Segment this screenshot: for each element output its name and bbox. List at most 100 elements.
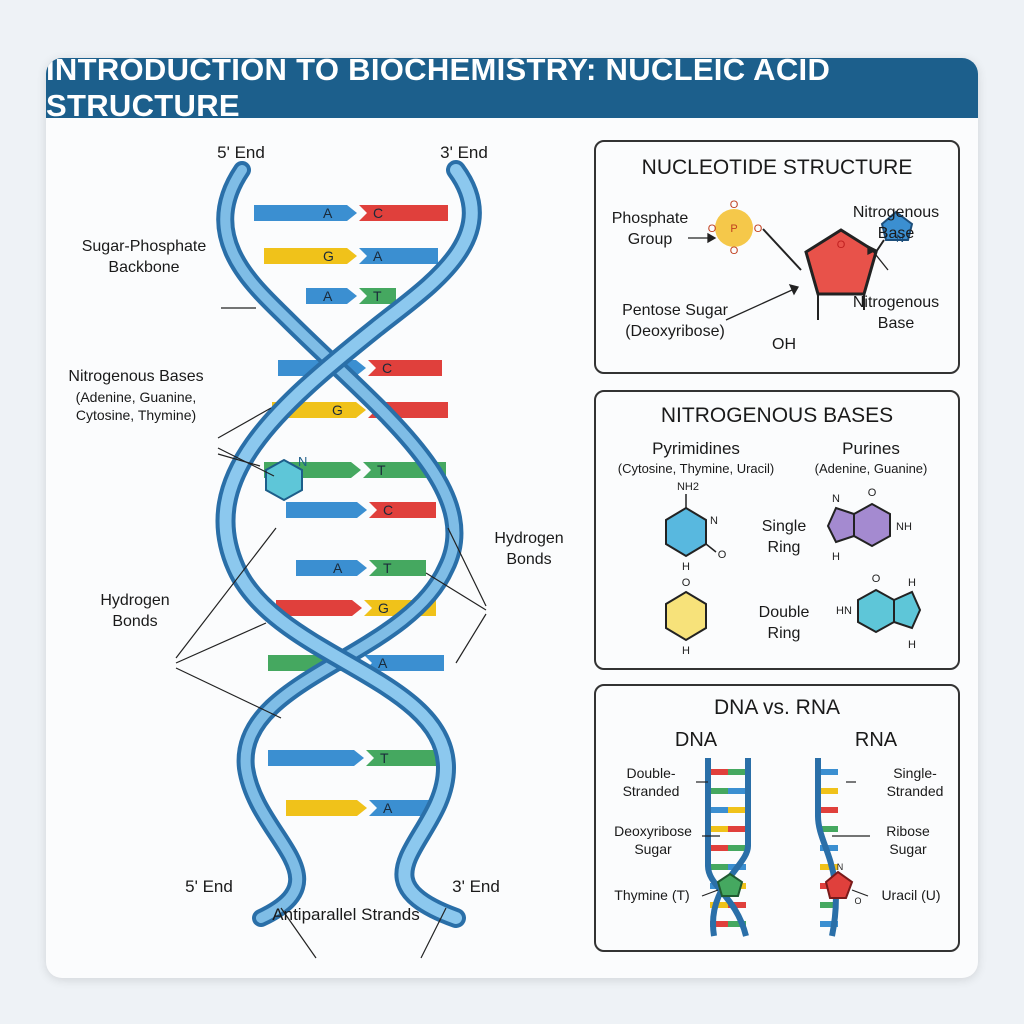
base-letter-right-3: C xyxy=(382,360,392,376)
svg-text:N: N xyxy=(298,454,307,469)
pyrimidines-label: Pyrimidines xyxy=(652,439,740,458)
dna-rung-right-7 xyxy=(728,902,746,908)
base-left-10 xyxy=(268,750,364,766)
base-letter-right-2: T xyxy=(373,288,382,304)
base-left-7 xyxy=(296,560,367,576)
rna-rung-1 xyxy=(820,788,838,794)
double-stranded-label: Double- Stranded xyxy=(622,765,680,799)
bases-sublabel: (Adenine, Guanine, Cytosine, Thymine) xyxy=(75,389,197,423)
base-letter-right-0: C xyxy=(373,205,383,221)
dna-rung-left-8 xyxy=(710,921,728,927)
helix-bottom-5-end-label: 5' End xyxy=(185,877,233,896)
base-right-9 xyxy=(364,655,444,671)
base-label-bottom: Nitrogenous Base xyxy=(852,294,940,332)
dna-rung-left-1 xyxy=(710,788,728,794)
dna-vs-rna-panel: DNA vs. RNA DNA RNA Double- Stranded Deo… xyxy=(594,684,960,952)
helix-bottom-3-end-label: 3' End xyxy=(452,877,500,896)
rna-heading: RNA xyxy=(854,729,898,751)
bases-label: Nitrogenous Bases xyxy=(68,368,204,385)
thymine-icon xyxy=(716,872,744,897)
cytosine-ring-icon xyxy=(665,506,707,558)
svg-text:NH2: NH2 xyxy=(677,481,699,493)
base-letter-right-10: T xyxy=(380,750,389,766)
svg-text:N: N xyxy=(837,862,844,872)
base-label-top: Nitrogenous Base xyxy=(852,204,940,242)
purine-purple-icon xyxy=(853,502,891,548)
single-ring-label: Single Ring xyxy=(761,518,807,556)
dna-rung-left-7 xyxy=(710,902,728,908)
dna-rung-right-8 xyxy=(728,921,746,927)
dna-rung-right-2 xyxy=(728,807,746,813)
helix-top-3-end-label: 3' End xyxy=(440,143,488,162)
svg-text:H: H xyxy=(908,577,916,589)
svg-text:O: O xyxy=(872,573,881,585)
dna-rna-comparison: N O xyxy=(696,758,870,937)
dna-rung-left-3 xyxy=(710,826,728,832)
svg-text:O: O xyxy=(730,245,739,257)
double-ring-label: Double Ring xyxy=(758,604,810,642)
svg-text:H: H xyxy=(832,551,840,563)
rna-rung-3 xyxy=(820,826,838,832)
svg-text:N: N xyxy=(710,515,718,527)
base-letter-left-0: A xyxy=(323,205,333,221)
antiparallel-label: Antiparallel Strands xyxy=(272,905,420,924)
base-letter-left-2: A xyxy=(323,288,333,304)
base-letter-left-1: G xyxy=(323,248,334,264)
nucleotide-diagram: P O O O O O N xyxy=(688,199,914,321)
deoxyribose-label: Deoxyribose Sugar xyxy=(614,823,692,857)
svg-text:H: H xyxy=(682,561,690,573)
base-right-6 xyxy=(369,502,436,518)
purine-teal-icon xyxy=(857,588,895,634)
base-right-2 xyxy=(359,288,396,304)
svg-text:H: H xyxy=(682,645,690,657)
ribose-label: Ribose Sugar xyxy=(886,823,930,857)
oh-label: OH xyxy=(772,336,796,353)
base-letter-right-8: G xyxy=(378,600,389,616)
svg-text:H: H xyxy=(908,639,916,651)
svg-text:O: O xyxy=(682,577,691,589)
base-left-0 xyxy=(254,205,357,221)
purines-label: Purines xyxy=(842,439,900,458)
svg-text:O: O xyxy=(868,487,877,499)
rna-rung-2 xyxy=(820,807,838,813)
dna-rung-left-5 xyxy=(710,864,728,870)
dna-rung-left-0 xyxy=(710,769,728,775)
svg-text:O: O xyxy=(730,199,739,211)
rna-strand xyxy=(815,758,839,937)
dna-rung-right-0 xyxy=(728,769,746,775)
base-letter-right-5: T xyxy=(377,462,386,478)
base-letter-right-7: T xyxy=(383,560,392,576)
svg-text:N: N xyxy=(896,233,904,245)
base-left-1 xyxy=(264,248,357,264)
purines-sublabel: (Adenine, Guanine) xyxy=(814,461,928,476)
dna-rung-right-4 xyxy=(728,845,746,851)
hbonds-right-label: Hydrogen Bonds xyxy=(494,530,564,568)
helix-top-5-end-label: 5' End xyxy=(217,143,265,162)
page-title: INTRODUCTION TO BIOCHEMISTRY: NUCLEIC AC… xyxy=(46,58,978,123)
base-left-6 xyxy=(286,502,367,518)
base-letter-right-6: C xyxy=(383,502,393,518)
base-letter-right-9: A xyxy=(378,655,388,671)
phosphate-group-label: Phosphate Group xyxy=(611,210,689,248)
dna-heading: DNA xyxy=(674,729,718,751)
base-right-3 xyxy=(368,360,442,376)
nitrogenous-base-icon xyxy=(880,210,914,241)
dna-rna-title: DNA vs. RNA xyxy=(713,696,841,719)
rna-rung-8 xyxy=(820,921,838,927)
base-letter-right-1: A xyxy=(373,248,383,264)
base-left-11 xyxy=(286,800,367,816)
uracil-ring-icon xyxy=(665,590,707,642)
nucleotide-title: NUCLEOTIDE STRUCTURE xyxy=(641,156,913,179)
hbonds-left-label: Hydrogen Bonds xyxy=(100,592,170,630)
svg-text:O: O xyxy=(837,239,846,251)
base-left-8 xyxy=(276,600,362,616)
uracil-icon xyxy=(824,870,854,899)
rna-rung-0 xyxy=(820,769,838,775)
uracil-label: Uracil (U) xyxy=(881,887,941,903)
pentose-sugar-icon xyxy=(804,228,878,296)
svg-text:N: N xyxy=(832,493,840,505)
base-right-1 xyxy=(359,248,438,264)
nitrogenous-bases-panel: NITROGENOUS BASES Pyrimidines (Cytosine,… xyxy=(594,390,960,670)
base-letter-left-4: G xyxy=(332,402,343,418)
